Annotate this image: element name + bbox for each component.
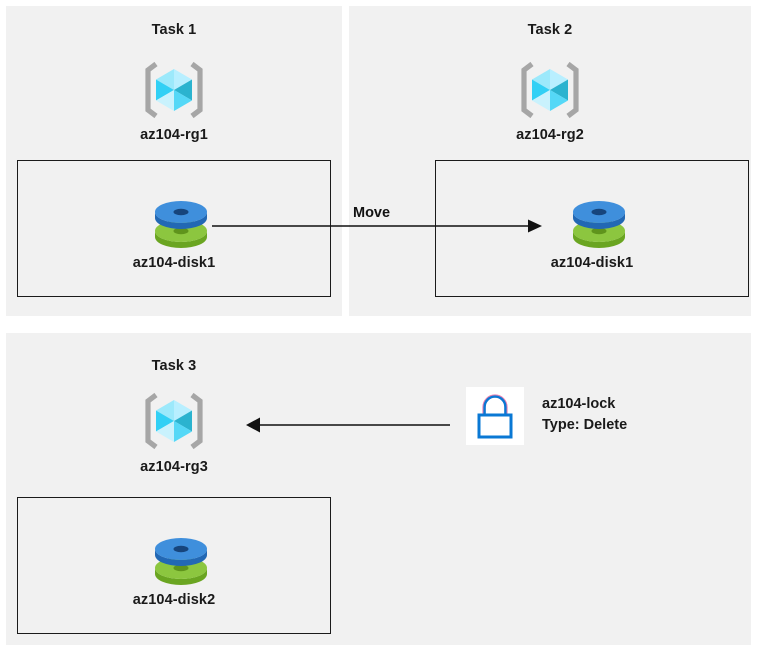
move-arrow — [212, 214, 542, 238]
move-arrow-label: Move — [353, 205, 391, 221]
azure-disk-icon — [149, 197, 213, 249]
task-2-resource-label: az104-disk1 — [550, 255, 634, 271]
task-2-title: Task 2 — [527, 22, 573, 38]
azure-resource-group-icon — [142, 389, 206, 453]
task-1-resource-label: az104-disk1 — [132, 255, 216, 271]
lock-type: Type: Delete — [542, 417, 628, 433]
task-3-resource-group-label: az104-rg3 — [140, 459, 208, 475]
azure-disk-icon — [567, 197, 631, 249]
lock-name: az104-lock — [542, 396, 616, 412]
task-3-title: Task 3 — [151, 358, 197, 374]
azure-resource-group-icon — [518, 58, 582, 122]
azure-disk-icon — [149, 534, 213, 586]
task-1-resource-box: az104-disk1 — [17, 160, 331, 297]
azure-resource-group-icon — [142, 58, 206, 122]
panel-task-3: Task 3 az104-rg3 — [6, 333, 751, 645]
panel-task-2: Task 2 az104-rg2 — [349, 6, 751, 316]
task-2-resource-group-label: az104-rg2 — [516, 127, 584, 143]
lock-icon — [466, 387, 524, 445]
task-2-resource-box: az104-disk1 — [435, 160, 749, 297]
task-1-title: Task 1 — [151, 22, 197, 38]
lock-description: az104-lock Type: Delete — [542, 394, 627, 436]
lock-arrow — [246, 413, 450, 437]
task-1-resource-group-label: az104-rg1 — [140, 127, 208, 143]
panel-task-1: Task 1 az104-rg1 — [6, 6, 342, 316]
task-3-resource-label: az104-disk2 — [132, 592, 216, 608]
task-3-resource-box: az104-disk2 — [17, 497, 331, 634]
